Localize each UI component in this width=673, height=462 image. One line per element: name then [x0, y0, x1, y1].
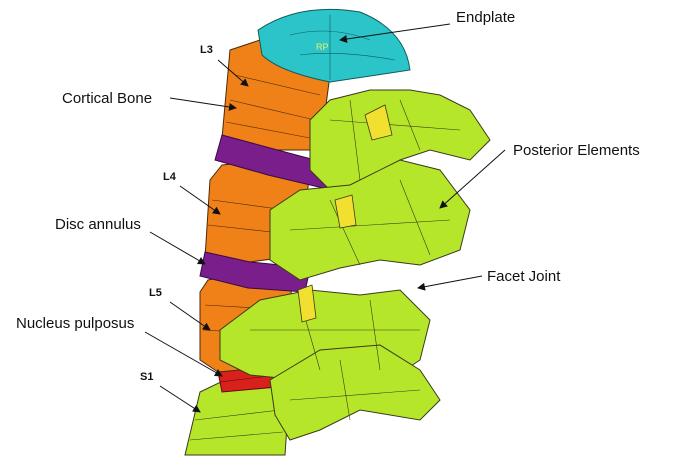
- label-nucleus-pulposus: Nucleus pulposus: [16, 316, 134, 331]
- facet-joint-leader: [418, 276, 482, 288]
- label-l3: L3: [200, 45, 213, 56]
- label-facet-joint: Facet Joint: [487, 269, 560, 284]
- s1-leader: [160, 386, 200, 412]
- label-disc-annulus: Disc annulus: [55, 217, 141, 232]
- rp-marker-label: RP: [316, 42, 329, 52]
- posterior-elements-leader: [440, 150, 505, 208]
- label-l4: L4: [163, 172, 176, 183]
- disc-annulus-leader: [150, 232, 205, 264]
- label-endplate: Endplate: [456, 10, 515, 25]
- label-s1: S1: [140, 372, 153, 383]
- label-cortical-bone: Cortical Bone: [62, 91, 152, 106]
- label-l5: L5: [149, 288, 162, 299]
- label-posterior-elements: Posterior Elements: [513, 143, 640, 158]
